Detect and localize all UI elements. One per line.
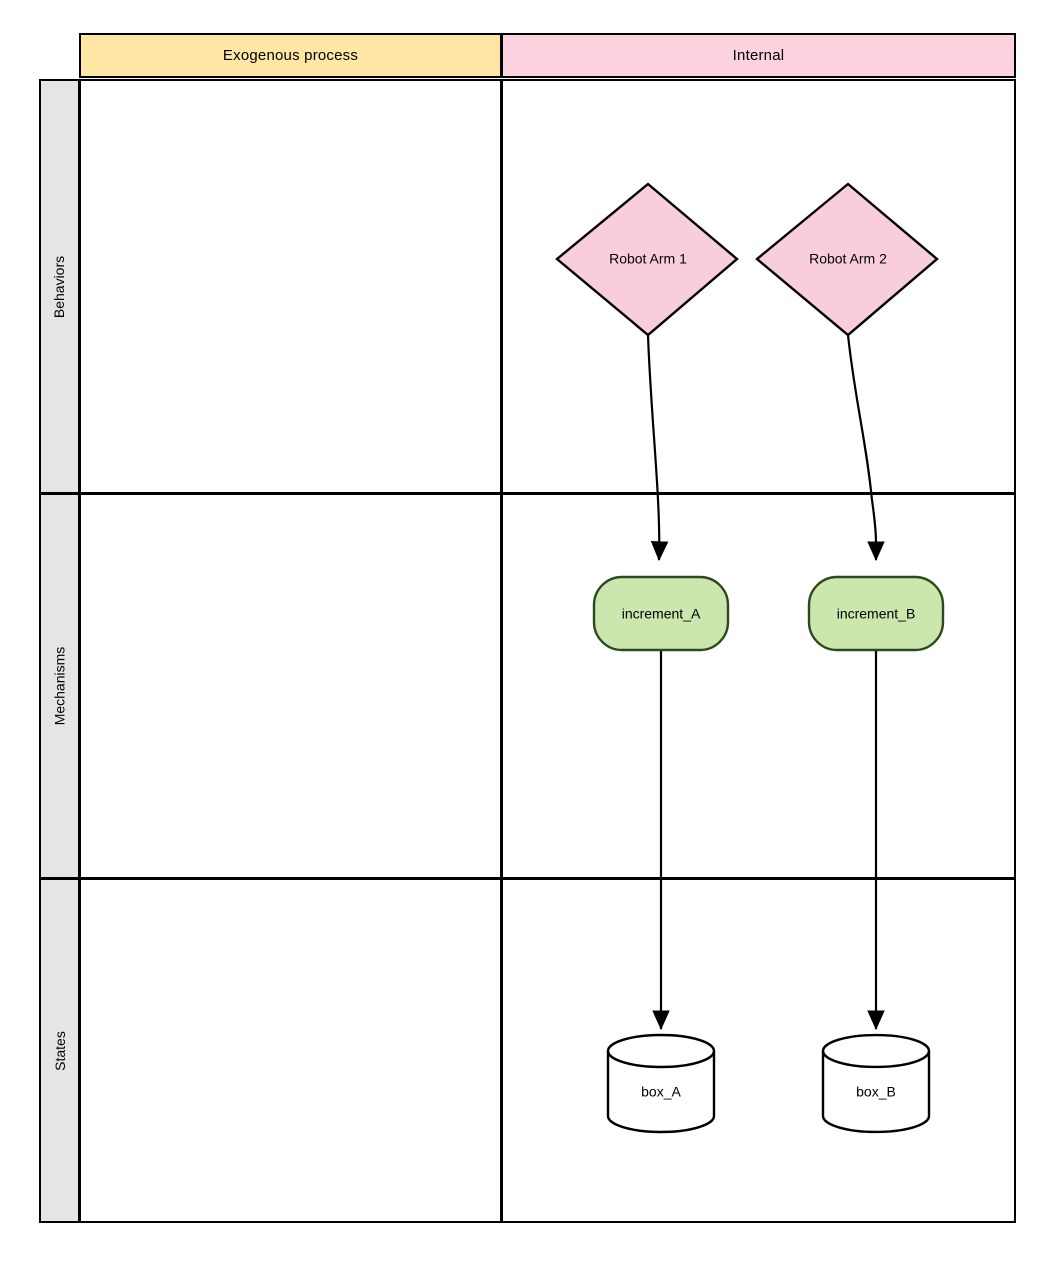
row-label-mechanisms: Mechanisms <box>39 493 80 879</box>
node-robot-arm-2[interactable]: Robot Arm 2 <box>755 182 939 337</box>
cell-mechanisms-internal <box>501 493 1016 879</box>
cell-states-internal <box>501 878 1016 1223</box>
column-header-internal: Internal <box>501 33 1016 78</box>
robot-arm-2-diamond-shape[interactable] <box>755 182 939 337</box>
cell-behaviors-exogenous <box>79 79 502 494</box>
robot-arm-2-label: Robot Arm 2 <box>809 251 887 267</box>
cell-states-exogenous <box>79 878 502 1223</box>
increment-a-shape[interactable] <box>592 575 730 652</box>
column-header-exogenous-process: Exogenous process <box>79 33 502 78</box>
row-label-states: States <box>39 878 80 1223</box>
edge-robot-arm-2-to-increment-b[interactable] <box>846 334 885 562</box>
robot-arm-1-label: Robot Arm 1 <box>609 251 687 267</box>
cell-behaviors-internal <box>501 79 1016 494</box>
edge-robot-arm-1-to-increment-a[interactable] <box>646 334 669 562</box>
box-a-cylinder-top-arc <box>606 1050 716 1069</box>
column-header-internal-label: Internal <box>732 47 785 64</box>
row-label-behaviors-text: Behaviors <box>51 255 68 318</box>
cell-mechanisms-exogenous <box>79 493 502 879</box>
node-increment-b[interactable]: increment_B <box>807 575 945 652</box>
row-label-behaviors: Behaviors <box>39 79 80 494</box>
node-box-b[interactable]: box_B <box>821 1033 931 1134</box>
node-box-a[interactable]: box_A <box>606 1033 716 1134</box>
row-label-states-text: States <box>51 1030 68 1071</box>
box-b-cylinder-top-arc <box>821 1050 931 1069</box>
increment-b-shape[interactable] <box>807 575 945 652</box>
increment-b-label: increment_B <box>837 606 916 622</box>
increment-a-label: increment_A <box>622 606 701 622</box>
box-a-cylinder-body[interactable] <box>606 1033 716 1134</box>
node-increment-a[interactable]: increment_A <box>592 575 730 652</box>
row-label-mechanisms-text: Mechanisms <box>51 646 68 726</box>
box-b-label: box_B <box>856 1084 896 1100</box>
node-robot-arm-1[interactable]: Robot Arm 1 <box>555 182 739 337</box>
robot-arm-1-diamond-shape[interactable] <box>555 182 739 337</box>
column-header-exogenous-label: Exogenous process <box>222 47 359 64</box>
box-b-cylinder-body[interactable] <box>821 1033 931 1134</box>
box-a-label: box_A <box>641 1084 681 1100</box>
